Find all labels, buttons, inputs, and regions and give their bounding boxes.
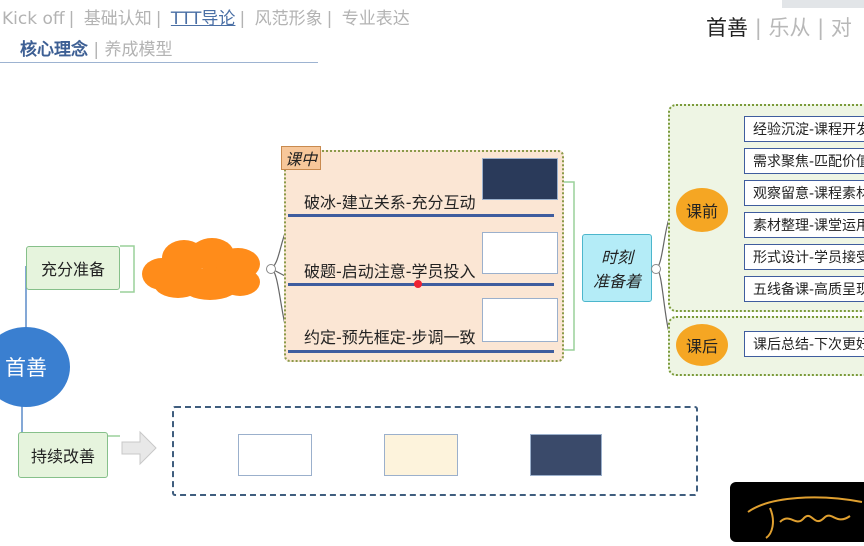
before-item[interactable]: 素材整理-课堂运用 (744, 212, 864, 238)
node-improvement[interactable]: 持续改善 (18, 432, 108, 478)
row-underline (288, 214, 554, 217)
header-item[interactable]: 乐从 (768, 16, 811, 40)
collapse-toggle[interactable] (651, 264, 661, 274)
before-item[interactable]: 五线备课-高质呈现 (744, 276, 864, 302)
node-preparation[interactable]: 充分准备 (26, 246, 120, 290)
signature-stroke (747, 496, 863, 539)
in-class-tag: 课中 (281, 146, 321, 170)
thumbnail-list-slide (238, 434, 312, 476)
cursor-dot (414, 280, 422, 288)
after-item[interactable]: 课后总结-下次更好 (744, 331, 864, 357)
header-active[interactable]: 首善 (706, 16, 748, 40)
thumbnail-diagram (482, 298, 558, 342)
nav-separator: | (68, 9, 75, 29)
sub-nav: 核心理念 | 养成模型 (20, 35, 173, 60)
nav-tab-expression[interactable]: 专业表达 (341, 9, 410, 29)
before-item[interactable]: 需求聚焦-匹配价值 (744, 148, 864, 174)
node-before-class[interactable]: 课前 (676, 188, 728, 232)
node-after-class[interactable]: 课后 (676, 324, 728, 366)
nav-separator: | (239, 9, 246, 29)
thumbnail-cartoon (384, 434, 458, 476)
top-nav: Kick off| 基础认知| TTT导论| 风范形象| 专业表达 (2, 4, 414, 29)
node-always-ready-line1: 时刻 (600, 248, 633, 267)
nav-tab-kickoff[interactable]: Kick off (2, 9, 65, 29)
nav-tab-ttt[interactable]: TTT导论 (170, 9, 236, 29)
cloud-icon (142, 238, 260, 300)
nav-tab-style[interactable]: 风范形象 (254, 9, 323, 29)
thumbnail-photos (482, 158, 558, 200)
before-item[interactable]: 观察留意-课程素材 (744, 180, 864, 206)
thumbnail-slide (482, 232, 558, 274)
subnav-core-concept[interactable]: 核心理念 (20, 40, 88, 60)
in-class-row-icebreak[interactable]: 破冰-建立关系-充分互动 (304, 193, 476, 212)
nav-separator: | (93, 40, 100, 60)
header-separator: | (817, 16, 825, 40)
header-right: 首善 | 乐从 | 对 (706, 12, 852, 42)
node-always-ready[interactable]: 时刻 准备着 (582, 234, 652, 302)
header-separator: | (754, 16, 762, 40)
nav-tab-basics[interactable]: 基础认知 (83, 9, 152, 29)
thumbnail-class-photos (530, 434, 602, 476)
subnav-model[interactable]: 养成模型 (104, 40, 173, 60)
row-underline (288, 350, 554, 353)
in-class-row-opening[interactable]: 破题-启动注意-学员投入 (304, 262, 476, 281)
signature-logo (730, 482, 864, 542)
nav-separator: | (155, 9, 162, 29)
root-node[interactable]: 首善 (0, 327, 70, 407)
nav-divider (0, 62, 318, 63)
node-always-ready-line2: 准备着 (592, 272, 641, 291)
header-item[interactable]: 对 (830, 16, 852, 40)
watermark (782, 0, 864, 8)
nav-separator: | (326, 9, 333, 29)
improvement-examples (172, 406, 698, 496)
collapse-toggle[interactable] (266, 264, 276, 274)
before-item[interactable]: 形式设计-学员接受 (744, 244, 864, 270)
before-item[interactable]: 经验沉淀-课程开发 (744, 116, 864, 142)
in-class-row-agreement[interactable]: 约定-预先框定-步调一致 (304, 328, 476, 347)
arrow-right-icon (121, 430, 157, 466)
